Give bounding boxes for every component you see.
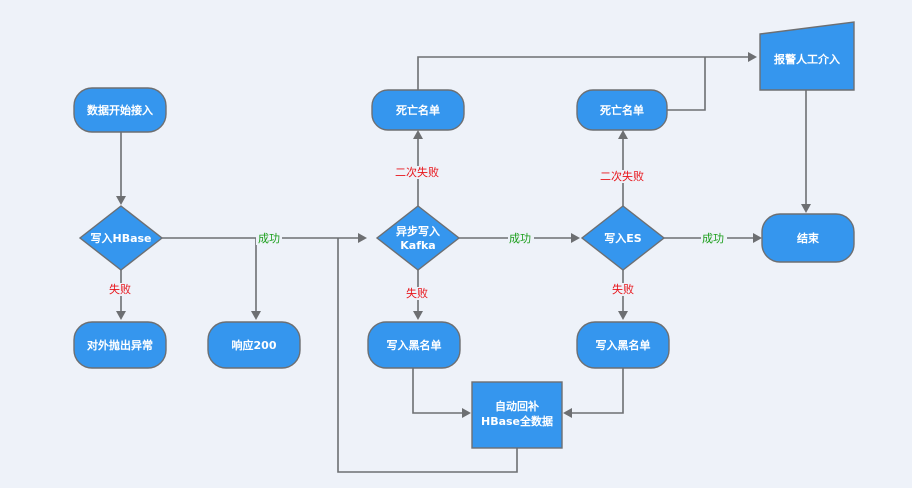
arrow-head (116, 196, 126, 205)
nodes: 数据开始接入 写入HBase 对外抛出异常 响应200 异步写入 Kafka 死… (73, 21, 855, 449)
throw-error-label: 对外抛出异常 (87, 338, 153, 352)
start-node[interactable]: 数据开始接入 (73, 87, 167, 133)
write-es-label: 写入ES (604, 232, 642, 245)
edge-label-success: 成功 (702, 232, 724, 245)
arrow-head (618, 130, 628, 139)
edge-label-fail: 失败 (612, 282, 634, 296)
arrow-head (753, 233, 762, 243)
edge-label-retry-fail: 二次失败 (395, 165, 439, 179)
blacklist-label-2: 写入黑名单 (596, 338, 651, 352)
edge-labels: 成功 成功 成功 失败 失败 失败 二次失败 二次失败 (108, 165, 727, 300)
async-kafka-label-line1: 异步写入 (396, 224, 440, 238)
blacklist-node-1[interactable]: 写入黑名单 (367, 321, 461, 369)
dead-letter-node-1[interactable]: 死亡名单 (371, 89, 465, 131)
dead-letter-node-2[interactable]: 死亡名单 (576, 89, 668, 131)
arrow-head (413, 130, 423, 139)
arrow-head (251, 311, 261, 320)
edge-autofill-loop (337, 238, 518, 473)
edge-black2-to-autofill (572, 368, 624, 414)
edge-label-retry-fail: 二次失败 (600, 169, 644, 183)
alarm-manual-label: 报警人工介入 (774, 52, 840, 66)
async-kafka-decision[interactable]: 异步写入 Kafka (375, 205, 461, 271)
edge-label-fail: 失败 (109, 282, 131, 296)
edge-black1-to-autofill (412, 368, 462, 414)
write-hbase-decision[interactable]: 写入HBase (78, 205, 164, 271)
edge-dead1-to-alarm (417, 56, 748, 90)
arrow-head (413, 311, 423, 320)
edge-label-success: 成功 (509, 232, 531, 245)
edge-dead2-to-alarm (667, 57, 706, 111)
dead-letter-label-1: 死亡名单 (396, 103, 440, 117)
alarm-manual-node[interactable]: 报警人工介入 (759, 21, 855, 91)
edge-label-fail: 失败 (406, 286, 428, 300)
auto-fill-label-line1: 自动回补 (495, 399, 539, 413)
start-node-label: 数据开始接入 (87, 103, 153, 117)
auto-fill-node[interactable]: 自动回补 HBase全数据 (471, 381, 563, 449)
end-node[interactable]: 结束 (761, 213, 855, 263)
blacklist-label-1: 写入黑名单 (387, 338, 442, 352)
throw-error-node[interactable]: 对外抛出异常 (73, 321, 167, 369)
arrow-head (748, 52, 757, 62)
edge-label-success: 成功 (258, 232, 280, 245)
async-kafka-label-line2: Kafka (400, 239, 435, 252)
write-hbase-label: 写入HBase (90, 232, 151, 245)
arrow-head (801, 204, 811, 213)
write-es-decision[interactable]: 写入ES (580, 205, 666, 271)
response-node[interactable]: 响应200 (207, 321, 301, 369)
arrow-head (462, 408, 471, 418)
end-node-label: 结束 (796, 231, 820, 245)
dead-letter-label-2: 死亡名单 (600, 103, 644, 117)
arrow-head (116, 311, 126, 320)
arrow-head (563, 408, 572, 418)
auto-fill-label-line2: HBase全数据 (481, 414, 553, 428)
arrow-head (571, 233, 580, 243)
arrow-head (618, 311, 628, 320)
blacklist-node-2[interactable]: 写入黑名单 (576, 321, 670, 369)
response-label: 响应200 (232, 338, 277, 352)
arrow-head (358, 233, 367, 243)
